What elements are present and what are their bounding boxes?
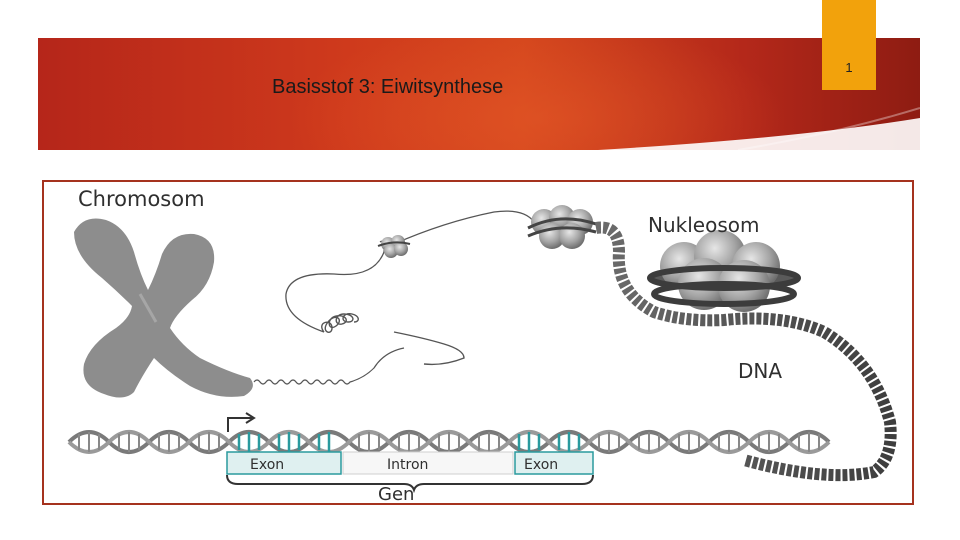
chromosome-shape [74, 218, 253, 398]
exon-label-right: Exon [524, 457, 558, 473]
dna-figure: Chromosom Nukleosom DNA Exon Intron Exon… [42, 180, 914, 505]
double-helix [67, 430, 831, 454]
medium-nucleosome [527, 205, 597, 249]
banner-swoosh [598, 107, 920, 150]
small-nucleosome [377, 235, 411, 258]
dna-fiber-squiggle [253, 347, 405, 385]
exon-bar-left [226, 451, 342, 475]
dna-coil-loops [321, 313, 465, 366]
gene-bracket [226, 474, 594, 494]
page-number-tab: 1 [822, 0, 876, 90]
banner-glow [288, 38, 788, 150]
dna-label: DNA [738, 359, 782, 383]
large-nucleosome [647, 230, 801, 312]
exon-label-left: Exon [250, 457, 284, 473]
intron-label: Intron [387, 457, 428, 473]
chromosome-label: Chromosom [78, 187, 205, 211]
slide-title: Basisstof 3: Eiwitsynthese [272, 76, 504, 98]
title-banner [38, 38, 920, 150]
nucleosome-label: Nukleosom [648, 213, 759, 237]
transcription-start-arrow [227, 412, 256, 432]
dna-illustration: Chromosom Nukleosom DNA Exon Intron Exon… [67, 187, 897, 503]
thick-dna-strand [594, 221, 897, 482]
intron-bar [342, 451, 514, 475]
page-number: 1 [845, 60, 853, 75]
dna-fiber-loop [285, 210, 535, 333]
gene-label: Gen [378, 484, 414, 503]
exon-bar-right [514, 451, 594, 475]
exon-basepairs [237, 432, 581, 452]
